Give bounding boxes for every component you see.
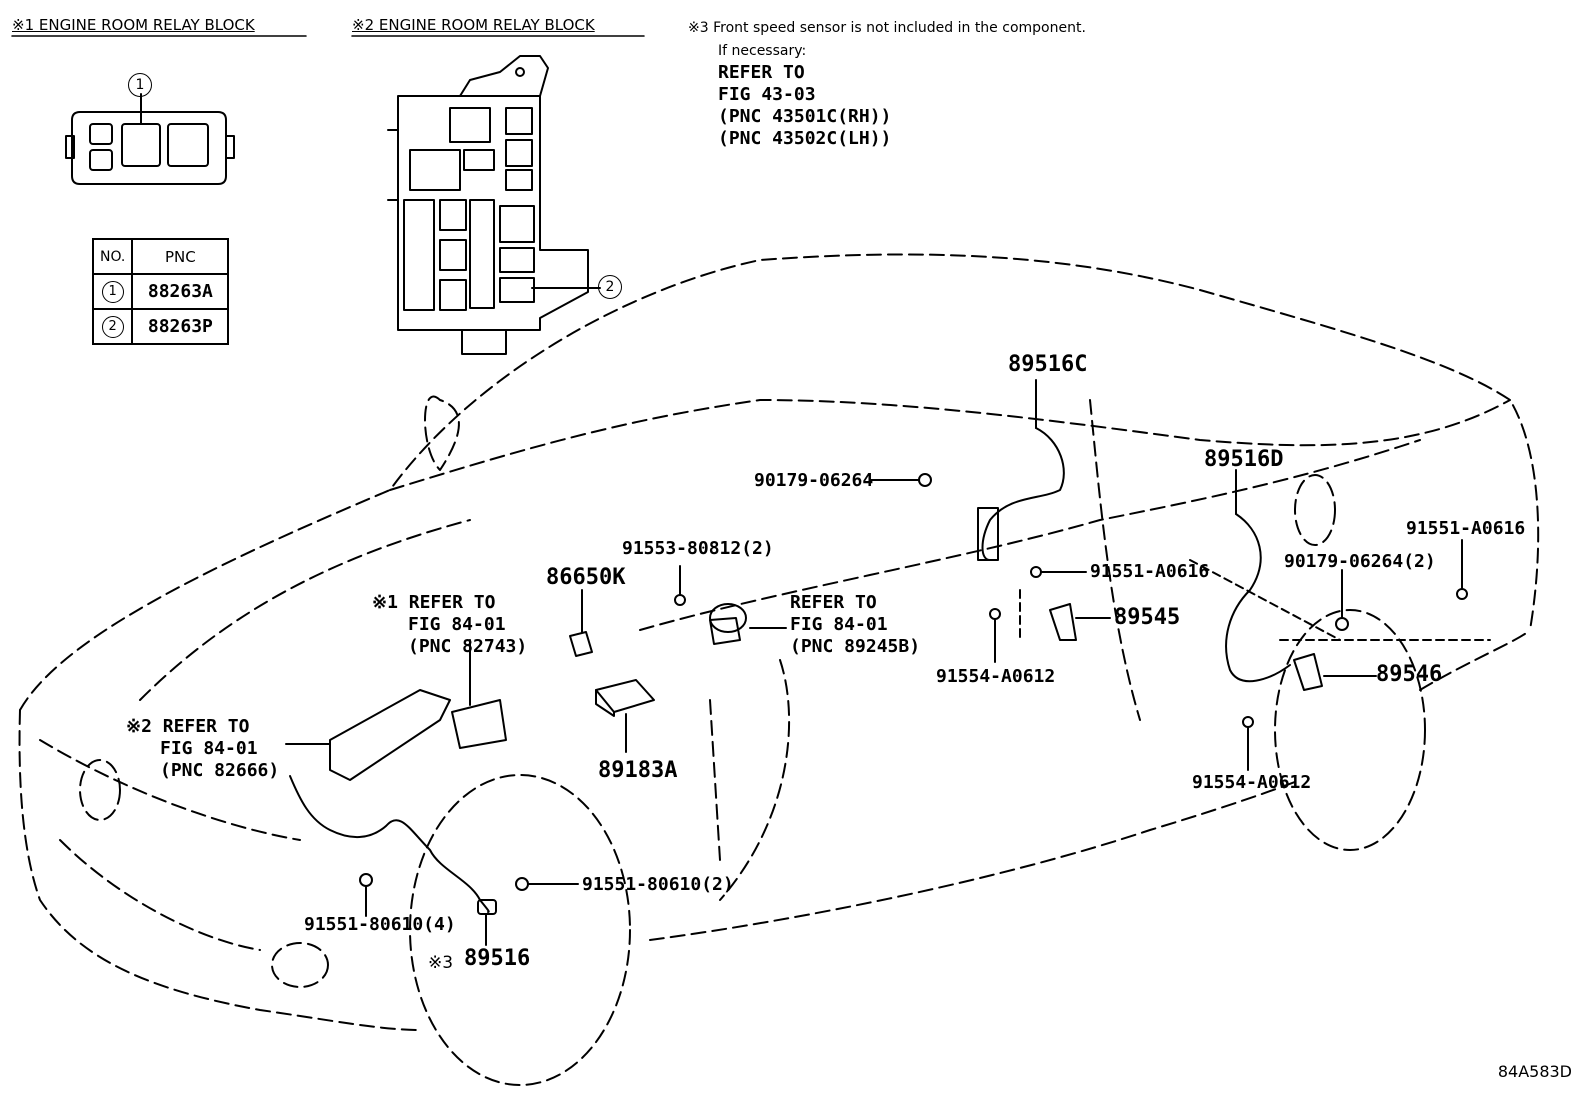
ref3-line3: (PNC 89245B) bbox=[790, 636, 921, 657]
part-mark-3: ※3 bbox=[428, 953, 454, 973]
component-sketches bbox=[285, 379, 1491, 946]
relay-block-1-header: ※1 ENGINE ROOM RELAY BLOCK bbox=[12, 16, 255, 34]
ref2-line3: (PNC 82666) bbox=[160, 760, 280, 781]
callout-1: 1 bbox=[128, 73, 152, 97]
car-outline bbox=[18, 253, 1540, 1086]
note3-line6: (PNC 43502C(LH)) bbox=[718, 128, 892, 149]
relay-block-2-drawing bbox=[387, 55, 601, 355]
relay-block-2-header: ※2 ENGINE ROOM RELAY BLOCK bbox=[352, 16, 595, 34]
part-label-91554-A0612-right: 91554-A0612 bbox=[1192, 772, 1312, 793]
pnc-table-head-no: NO. bbox=[91, 238, 134, 275]
pnc-table-row: 1 88263A bbox=[91, 273, 230, 310]
part-label-91551-A0616-left: 91551-A0616 bbox=[1090, 561, 1210, 582]
figure-code: 84A583D bbox=[1497, 1062, 1572, 1081]
pnc-row-code: 88263P bbox=[131, 308, 230, 345]
note3-line5: (PNC 43501C(RH)) bbox=[718, 106, 892, 127]
part-label-90179-06264: 90179-06264 bbox=[754, 470, 874, 491]
pnc-table-row: 2 88263P bbox=[91, 308, 230, 345]
relay-block-1-drawing bbox=[65, 93, 235, 185]
pnc-row-code: 88263A bbox=[131, 273, 230, 310]
ref3-line1: REFER TO bbox=[790, 592, 877, 613]
ref2-line1: ※2 REFER TO bbox=[126, 716, 250, 737]
callout-2: 2 bbox=[598, 275, 622, 299]
part-label-89546: 89546 bbox=[1376, 662, 1443, 687]
note3-line3: REFER TO bbox=[718, 62, 805, 83]
part-label-91551-A0616-right: 91551-A0616 bbox=[1406, 518, 1526, 539]
part-label-91551-80610-2: 91551-80610(2) bbox=[582, 874, 734, 895]
pnc-row-number: 1 bbox=[101, 280, 124, 303]
ref1-line1: ※1 REFER TO bbox=[372, 592, 496, 613]
part-label-89516D: 89516D bbox=[1204, 447, 1284, 472]
ref3-line2: FIG 84-01 bbox=[790, 614, 888, 635]
part-label-91554-A0612-left: 91554-A0612 bbox=[936, 666, 1056, 687]
pnc-row-number: 2 bbox=[101, 315, 124, 338]
part-label-89516: 89516 bbox=[464, 946, 531, 971]
pnc-table: NO. PNC 1 88263A 2 88263P bbox=[91, 238, 230, 345]
ref1-line2: FIG 84-01 bbox=[408, 614, 506, 635]
pnc-table-head-pnc: PNC bbox=[131, 238, 230, 275]
ref1-line3: (PNC 82743) bbox=[408, 636, 528, 657]
part-label-90179-06264-2: 90179-06264(2) bbox=[1284, 551, 1436, 572]
note3-line2: If necessary: bbox=[718, 43, 807, 59]
part-label-91553-80812: 91553-80812(2) bbox=[622, 538, 774, 559]
note3-line4: FIG 43-03 bbox=[718, 84, 816, 105]
part-label-91551-80610-4: 91551-80610(4) bbox=[304, 914, 456, 935]
part-label-89545: 89545 bbox=[1114, 605, 1181, 630]
note3-line1: ※3 Front speed sensor is not included in… bbox=[688, 20, 1086, 36]
part-label-86650K: 86650K bbox=[546, 565, 626, 590]
ref2-line2: FIG 84-01 bbox=[160, 738, 258, 759]
part-label-89183A: 89183A bbox=[598, 758, 678, 783]
part-label-89516C: 89516C bbox=[1008, 352, 1088, 377]
